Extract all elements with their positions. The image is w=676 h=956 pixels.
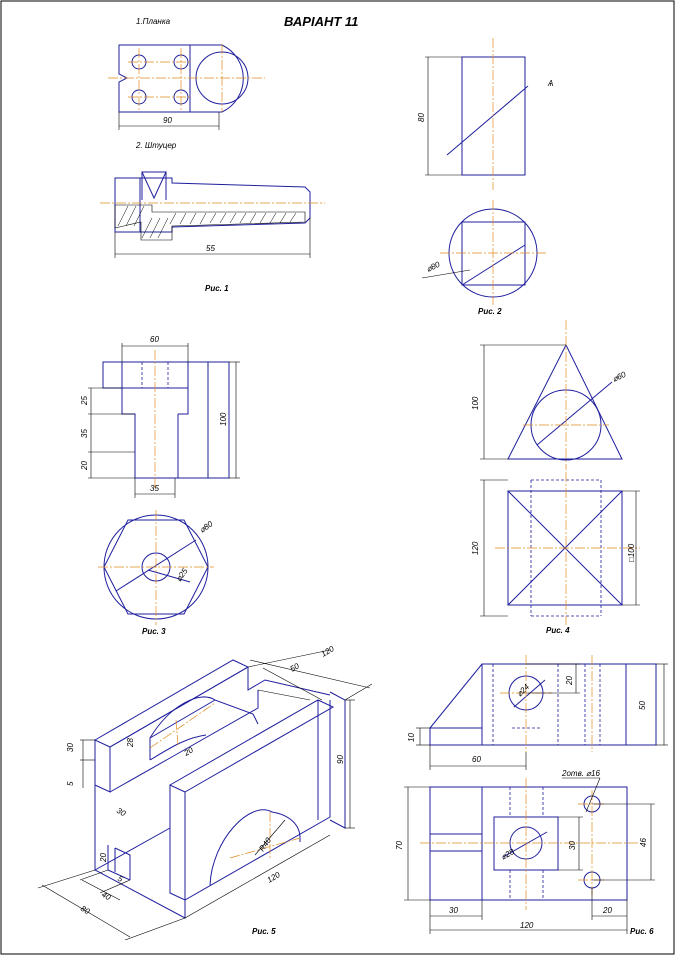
fig6-dim-30-h: 30	[449, 906, 458, 915]
fig5-dim-30-b: 30	[115, 806, 128, 819]
fig5-dim-120-bottom: 120	[266, 870, 283, 885]
fig6-dim-50: 50	[638, 701, 647, 710]
figure-5: 120 50 28 20 30 5 30 90 R40 20 5 40 80 1…	[37, 644, 373, 941]
fig3-dim-top: 60	[150, 335, 159, 344]
fig3-dim-20: 20	[80, 461, 89, 471]
fig2-section-mark: Ѧ	[547, 79, 553, 88]
fig6-dim-20-h: 20	[602, 906, 612, 915]
dim-plate-width: 90	[163, 116, 172, 125]
fig5-dim-90: 90	[336, 755, 345, 764]
fig6-dim-60: 60	[472, 755, 481, 764]
fig6-front-view	[416, 655, 668, 770]
fig6-dim-10: 10	[407, 733, 416, 742]
fig6-dim-120: 120	[520, 921, 534, 930]
fig6-dim-30-v: 30	[568, 841, 577, 850]
part2-label: 2. Штуцер	[135, 141, 177, 150]
fig3-dim-25: 25	[80, 396, 89, 406]
fig6-dim-46: 46	[639, 838, 648, 847]
fig5-dim-28: 28	[126, 738, 135, 748]
dim-fitting-length: 55	[206, 244, 215, 253]
fig3-top-view	[98, 510, 214, 625]
fig6-dim-hole2: ⌀28	[500, 847, 517, 862]
fig5-dim-20-mid: 20	[182, 745, 196, 758]
fig6-dim-hole: ⌀24	[515, 682, 531, 698]
part1-label: 1.Планка	[136, 17, 171, 26]
fig4-dim-circle: ⌀60	[611, 370, 628, 384]
figure-2: 80 Ѧ ⌀80 Рис. 2	[417, 38, 553, 316]
fig5-dim-30: 30	[66, 743, 75, 752]
variant-title: ВАРІАНТ 11	[284, 14, 358, 29]
figure-4: 100 ⌀60 120 □100 Рис. 4	[471, 320, 640, 635]
fig2-dim-diameter: ⌀80	[425, 260, 442, 274]
fig6-caption: Рис. 6	[630, 927, 654, 936]
fig2-dim-height: 80	[417, 113, 426, 122]
fig5-dim-5-side: 5	[116, 874, 125, 884]
fig2-top-view	[421, 200, 548, 305]
fig5-dim-40: 40	[100, 890, 113, 903]
fig4-front-view	[480, 320, 623, 470]
fig5-dim-5: 5	[66, 781, 75, 786]
fig4-dim-square: □100	[627, 543, 636, 562]
fig3-caption: Рис. 3	[142, 627, 166, 636]
fig4-caption: Рис. 4	[546, 626, 570, 635]
plate-drawing	[108, 44, 265, 130]
fig6-top-view	[404, 777, 655, 934]
figure-1: 1.Планка 90 2. Штуцер	[100, 17, 325, 293]
fig6-dim-2holes: 2отв. ⌀16	[561, 769, 600, 778]
fig2-caption: Рис. 2	[478, 307, 502, 316]
fig5-dim-50: 50	[289, 661, 302, 674]
fig5-dim-20-side: 20	[99, 853, 108, 863]
fig4-dim-120: 120	[471, 541, 480, 555]
fig2-front-view	[425, 38, 529, 190]
fig3-dim-hole: ⌀25	[174, 566, 190, 583]
fig4-top-view	[480, 472, 640, 625]
fig3-front-view	[88, 343, 240, 498]
fig5-isometric	[37, 649, 373, 941]
fig3-dim-circle: ⌀80	[198, 519, 215, 535]
figure-3: 60 25 35 20 100 35 ⌀80 ⌀25 Рис. 3	[80, 335, 240, 636]
fig1-caption: Рис. 1	[205, 284, 229, 293]
fig6-dim-70: 70	[395, 841, 404, 850]
fig4-dim-100: 100	[471, 396, 480, 410]
fig3-dim-100: 100	[219, 412, 228, 426]
fig6-dim-20-top: 20	[565, 676, 574, 686]
fig3-dim-35: 35	[80, 429, 89, 438]
fitting-drawing	[100, 171, 325, 258]
fig5-dim-80: 80	[79, 904, 92, 917]
fig5-dim-top: 120	[320, 644, 337, 659]
figure-6: ⌀24 20 50 10 60	[395, 655, 668, 936]
fig3-dim-35-bottom: 35	[150, 484, 159, 493]
fig5-caption: Рис. 5	[252, 927, 276, 936]
